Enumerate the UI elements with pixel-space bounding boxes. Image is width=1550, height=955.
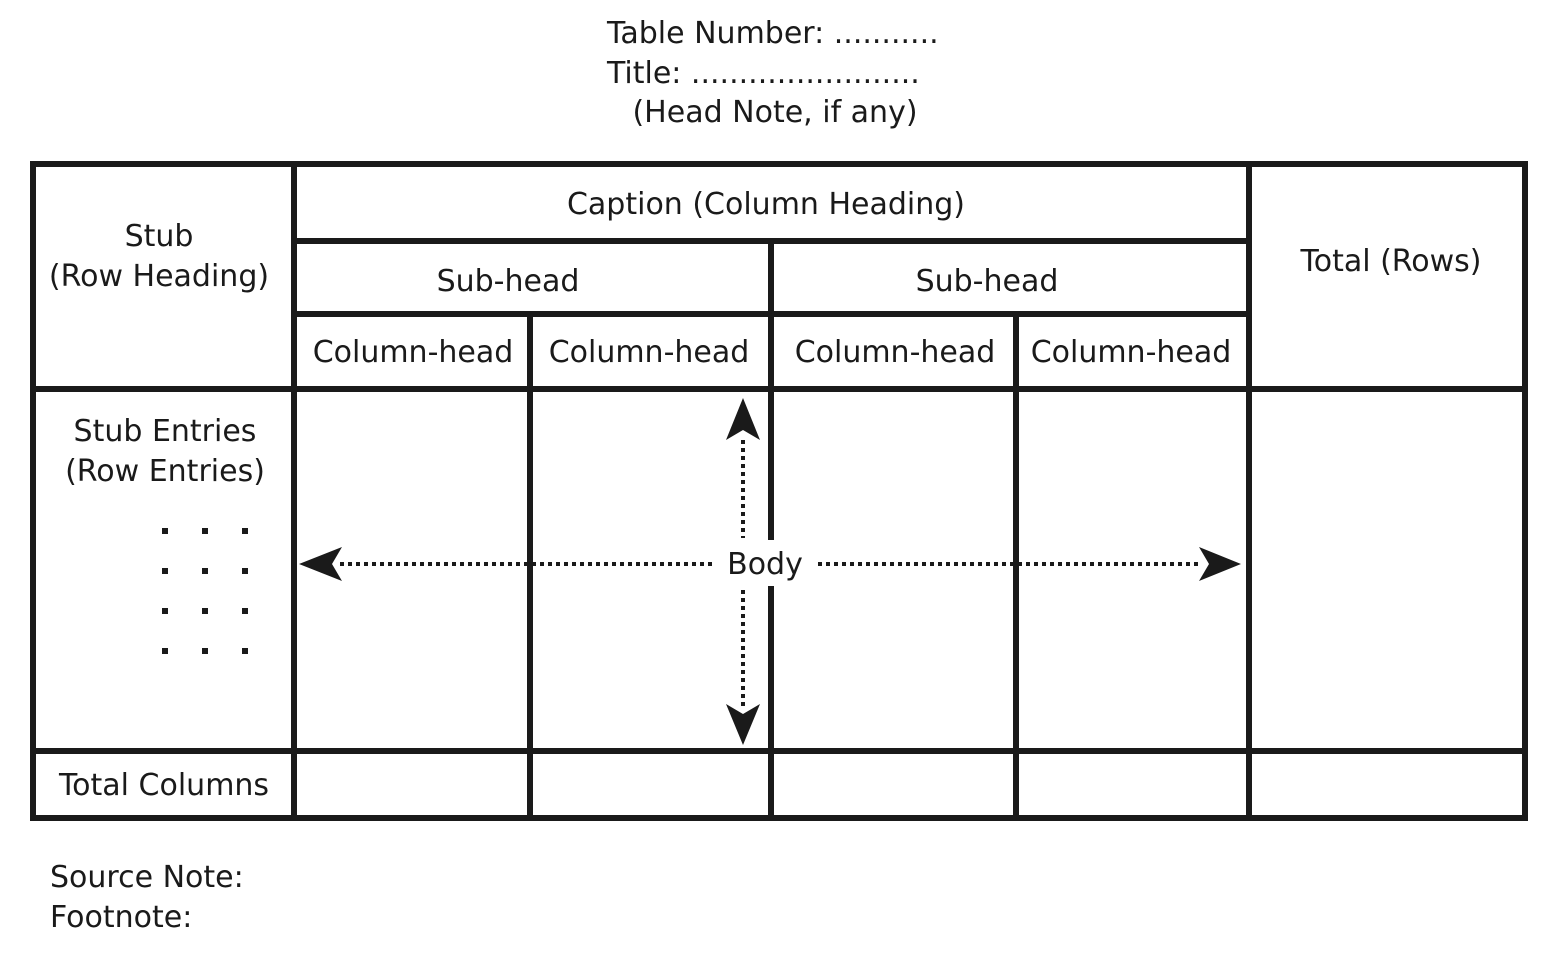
body-vertical-arrow: [726, 398, 760, 745]
title-label: Title: ........................: [606, 56, 920, 91]
table-outer-border: [30, 161, 1528, 821]
column-head-4: Column-head: [1031, 335, 1232, 370]
body-horizontal-arrow: [299, 547, 1241, 581]
column-head-1: Column-head: [313, 335, 514, 370]
stub-entries-ellipsis: [162, 528, 248, 654]
head-note-label: (Head Note, if any): [632, 95, 917, 130]
total-columns-label: Total Columns: [58, 768, 269, 803]
column-head-3: Column-head: [795, 335, 996, 370]
stub-heading-line1: Stub: [125, 219, 194, 254]
footnote-label: Footnote:: [50, 900, 192, 935]
total-rows-heading: Total (Rows): [1299, 244, 1481, 279]
body-label: Body: [727, 547, 803, 582]
table-number-label: Table Number: ...........: [606, 16, 939, 51]
stub-entries-line2: (Row Entries): [65, 454, 265, 489]
body-label-background: [723, 540, 805, 586]
stub-entries-line1: Stub Entries: [74, 414, 257, 449]
subhead-2: Sub-head: [916, 264, 1059, 299]
source-note-label: Source Note:: [50, 860, 244, 895]
table-grid: [30, 161, 1528, 821]
column-head-2: Column-head: [549, 335, 750, 370]
stub-heading-line2: (Row Heading): [49, 259, 269, 294]
caption-heading: Caption (Column Heading): [567, 187, 965, 222]
subhead-1: Sub-head: [437, 264, 580, 299]
